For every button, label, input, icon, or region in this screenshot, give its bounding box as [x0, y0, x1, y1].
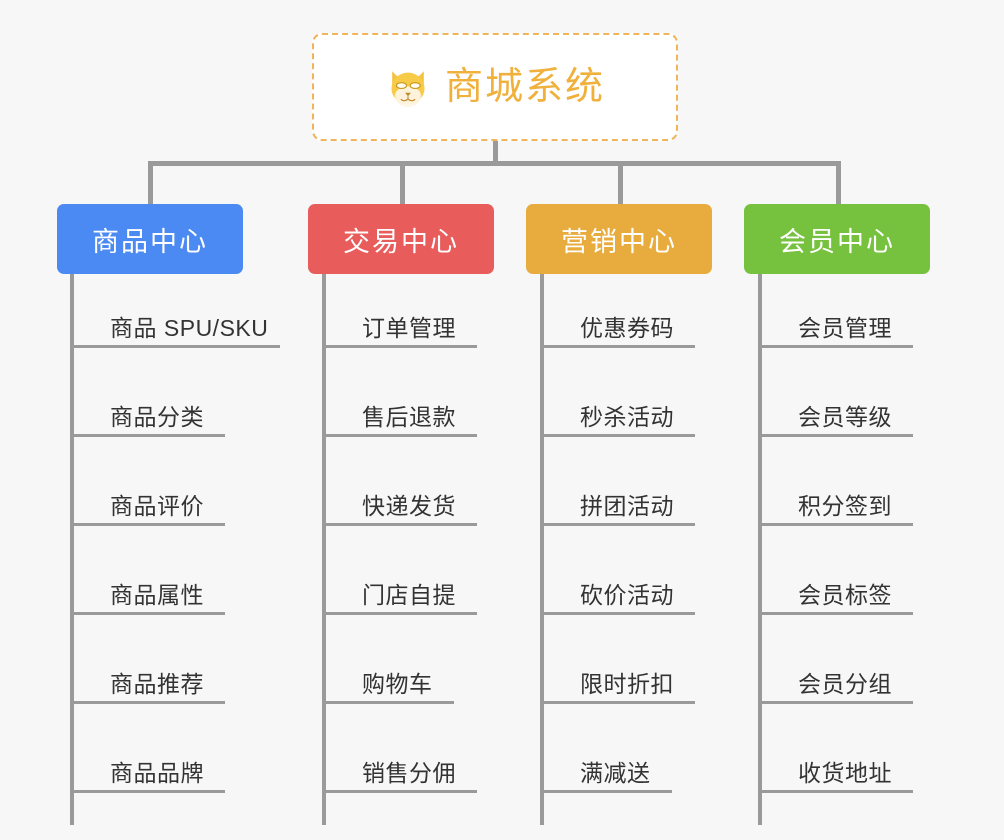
leaf-item[interactable]: 商品品牌	[70, 704, 225, 793]
leaf-item[interactable]: 商品 SPU/SKU	[70, 259, 280, 348]
leaf-item[interactable]: 购物车	[322, 615, 454, 704]
leaf-label: 商品 SPU/SKU	[110, 314, 269, 341]
column-spine-1	[70, 274, 74, 825]
category-header-3[interactable]: 营销中心	[526, 204, 712, 274]
category-header-3-label: 营销中心	[561, 226, 677, 257]
connector-drop-1	[148, 161, 153, 206]
leaf-item[interactable]: 优惠券码	[540, 259, 695, 348]
leaf-item[interactable]: 秒杀活动	[540, 348, 695, 437]
leaf-label: 会员等级	[798, 403, 892, 430]
leaf-label: 快递发货	[362, 492, 456, 519]
leaf-item[interactable]: 会员等级	[758, 348, 913, 437]
category-header-2[interactable]: 交易中心	[308, 204, 494, 274]
leaf-label: 购物车	[362, 670, 433, 697]
leaf-label: 拼团活动	[580, 492, 674, 519]
category-header-4[interactable]: 会员中心	[744, 204, 930, 274]
leaf-label: 商品属性	[110, 581, 204, 608]
leaf-label: 满减送	[580, 759, 651, 786]
leaf-item[interactable]: 商品分类	[70, 348, 225, 437]
leaf-label: 积分签到	[798, 492, 892, 519]
leaf-label: 商品分类	[110, 403, 204, 430]
leaf-label: 会员分组	[798, 670, 892, 697]
leaf-label: 秒杀活动	[580, 403, 674, 430]
leaf-label: 砍价活动	[580, 581, 674, 608]
connector-drop-3	[618, 161, 623, 206]
leaf-item[interactable]: 积分签到	[758, 437, 913, 526]
category-header-1[interactable]: 商品中心	[57, 204, 243, 274]
leaf-label: 会员标签	[798, 581, 892, 608]
category-header-4-label: 会员中心	[779, 226, 895, 257]
leaf-item[interactable]: 售后退款	[322, 348, 477, 437]
leaf-label: 订单管理	[362, 314, 456, 341]
category-header-2-label: 交易中心	[343, 226, 459, 257]
leaf-item[interactable]: 满减送	[540, 704, 672, 793]
leaf-label: 会员管理	[798, 314, 892, 341]
leaf-item[interactable]: 订单管理	[322, 259, 477, 348]
leaf-label: 优惠券码	[580, 314, 674, 341]
leaf-item[interactable]: 会员分组	[758, 615, 913, 704]
leaf-label: 售后退款	[362, 403, 456, 430]
category-header-1-label: 商品中心	[92, 226, 208, 257]
leaf-item[interactable]: 收货地址	[758, 704, 913, 793]
root-title: 商城系统	[444, 66, 605, 108]
connector-drop-4	[836, 161, 841, 206]
column-spine-3	[540, 274, 544, 825]
leaf-label: 销售分佣	[362, 759, 456, 786]
leaf-item[interactable]: 门店自提	[322, 526, 477, 615]
leaf-item[interactable]: 销售分佣	[322, 704, 477, 793]
shiba-dog-face-icon	[391, 71, 425, 108]
leaf-item[interactable]: 拼团活动	[540, 437, 695, 526]
column-spine-2	[322, 274, 326, 825]
root-node[interactable]: 商城系统	[312, 33, 678, 141]
leaf-item[interactable]: 商品属性	[70, 526, 225, 615]
leaf-label: 商品推荐	[110, 670, 204, 697]
column-spine-4	[758, 274, 762, 825]
leaf-item[interactable]: 快递发货	[322, 437, 477, 526]
connector-horizontal-bus	[148, 161, 841, 166]
leaf-label: 商品评价	[110, 492, 204, 519]
leaf-item[interactable]: 商品评价	[70, 437, 225, 526]
leaf-label: 门店自提	[362, 581, 456, 608]
leaf-item[interactable]: 砍价活动	[540, 526, 695, 615]
leaf-item[interactable]: 会员标签	[758, 526, 913, 615]
leaf-item[interactable]: 商品推荐	[70, 615, 225, 704]
connector-drop-2	[400, 161, 405, 206]
leaf-item[interactable]: 限时折扣	[540, 615, 695, 704]
leaf-label: 收货地址	[798, 759, 892, 786]
connector-root-stem	[493, 141, 498, 165]
leaf-item[interactable]: 会员管理	[758, 259, 913, 348]
leaf-label: 限时折扣	[580, 670, 674, 697]
leaf-label: 商品品牌	[110, 759, 204, 786]
